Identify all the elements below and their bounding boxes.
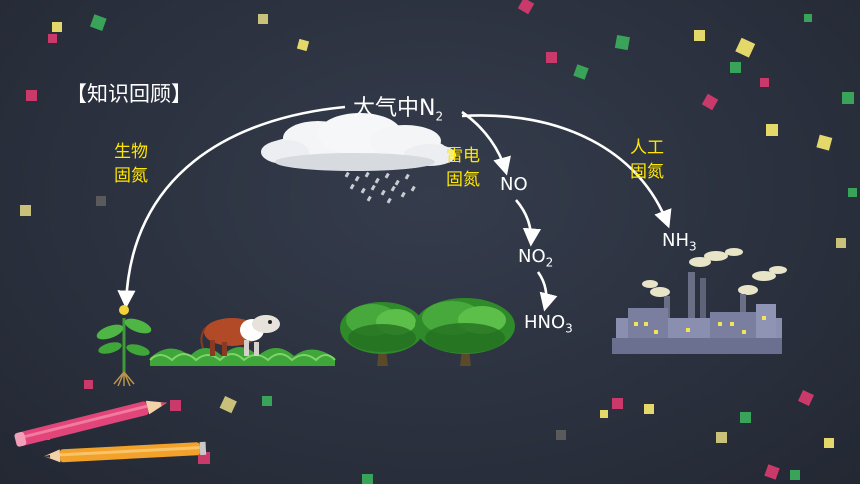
page-title: 【知识回顾】 [66, 82, 192, 106]
node-hno3: HNO3 [524, 312, 573, 336]
rain-icon [344, 171, 416, 204]
confetti-decoration [20, 0, 857, 484]
node-atmospheric-n2: 大气中N2 [353, 96, 444, 124]
arrow-industrial-fixation [461, 114, 672, 229]
node-no: NO [500, 174, 528, 195]
tree-icon [415, 298, 515, 366]
sprout-plant-icon [96, 305, 152, 387]
label-industrial-fixation: 人工固氮 [630, 138, 664, 182]
orange-pencil-icon [44, 441, 207, 463]
cloud-icon [261, 113, 456, 171]
cow-icon [200, 315, 280, 356]
node-no2: NO2 [518, 246, 554, 270]
arrow-to-no2 [515, 199, 542, 247]
pink-pencil-icon [14, 400, 167, 447]
label-biological-fixation: 生物固氮 [114, 142, 148, 186]
node-nh3: NH3 [662, 230, 697, 254]
arrow-bio-fixation [117, 105, 346, 309]
grass-icon [149, 347, 336, 366]
tree-icon [340, 302, 424, 366]
factory-icon [612, 248, 787, 354]
arrow-to-hno3 [536, 271, 558, 312]
label-lightning-fixation: 雷电固氮 [446, 146, 480, 190]
